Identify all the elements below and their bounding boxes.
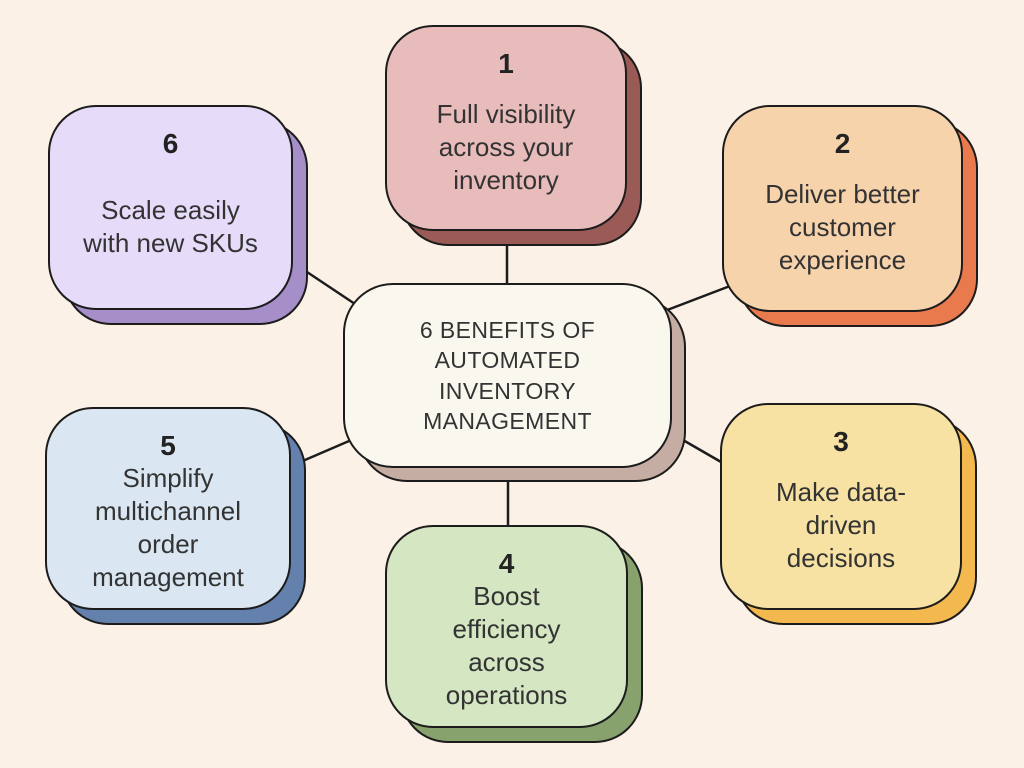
connector-line-center-node5 [297,436,357,465]
benefit-node-3: 3 Make data- driven decisions [720,403,977,625]
connector-line-center-node2 [661,284,731,314]
node-face: 4 Boost efficiency across operations [385,525,628,728]
node-face: 1 Full visibility across your inventory [385,25,627,231]
node-number: 6 [162,128,179,159]
node-label: Boost efficiency across operations [445,580,568,710]
node-label: Deliver better customer experience [765,179,920,276]
node-face: 5 Simplify multichannel order management [45,407,291,610]
benefit-node-5: 5 Simplify multichannel order management [45,407,306,625]
node-label: Scale easily with new SKUs [83,194,258,258]
node-face: 2 Deliver better customer experience [722,105,963,312]
node-label: Simplify multichannel order management [92,462,244,592]
benefit-node-6: 6 Scale easily with new SKUs [48,105,308,325]
benefit-node-1: 1 Full visibility across your inventory [385,25,642,246]
node-number: 4 [498,548,515,579]
center-title-node: 6 BENEFITS OF AUTOMATED INVENTORY MANAGE… [343,283,686,482]
node-number: 2 [834,128,851,159]
node-face: 6 BENEFITS OF AUTOMATED INVENTORY MANAGE… [343,283,672,468]
node-face: 6 Scale easily with new SKUs [48,105,293,310]
benefit-node-4: 4 Boost efficiency across operations [385,525,643,743]
node-face: 3 Make data- driven decisions [720,403,962,610]
node-number: 3 [833,426,849,457]
node-label: Full visibility across your inventory [436,98,576,195]
node-label: Make data- driven decisions [775,477,907,574]
node-number: 1 [498,48,514,79]
node-number: 5 [160,430,176,461]
diagram-title: 6 BENEFITS OF AUTOMATED INVENTORY MANAGE… [419,316,596,434]
benefit-node-2: 2 Deliver better customer experience [722,105,978,327]
